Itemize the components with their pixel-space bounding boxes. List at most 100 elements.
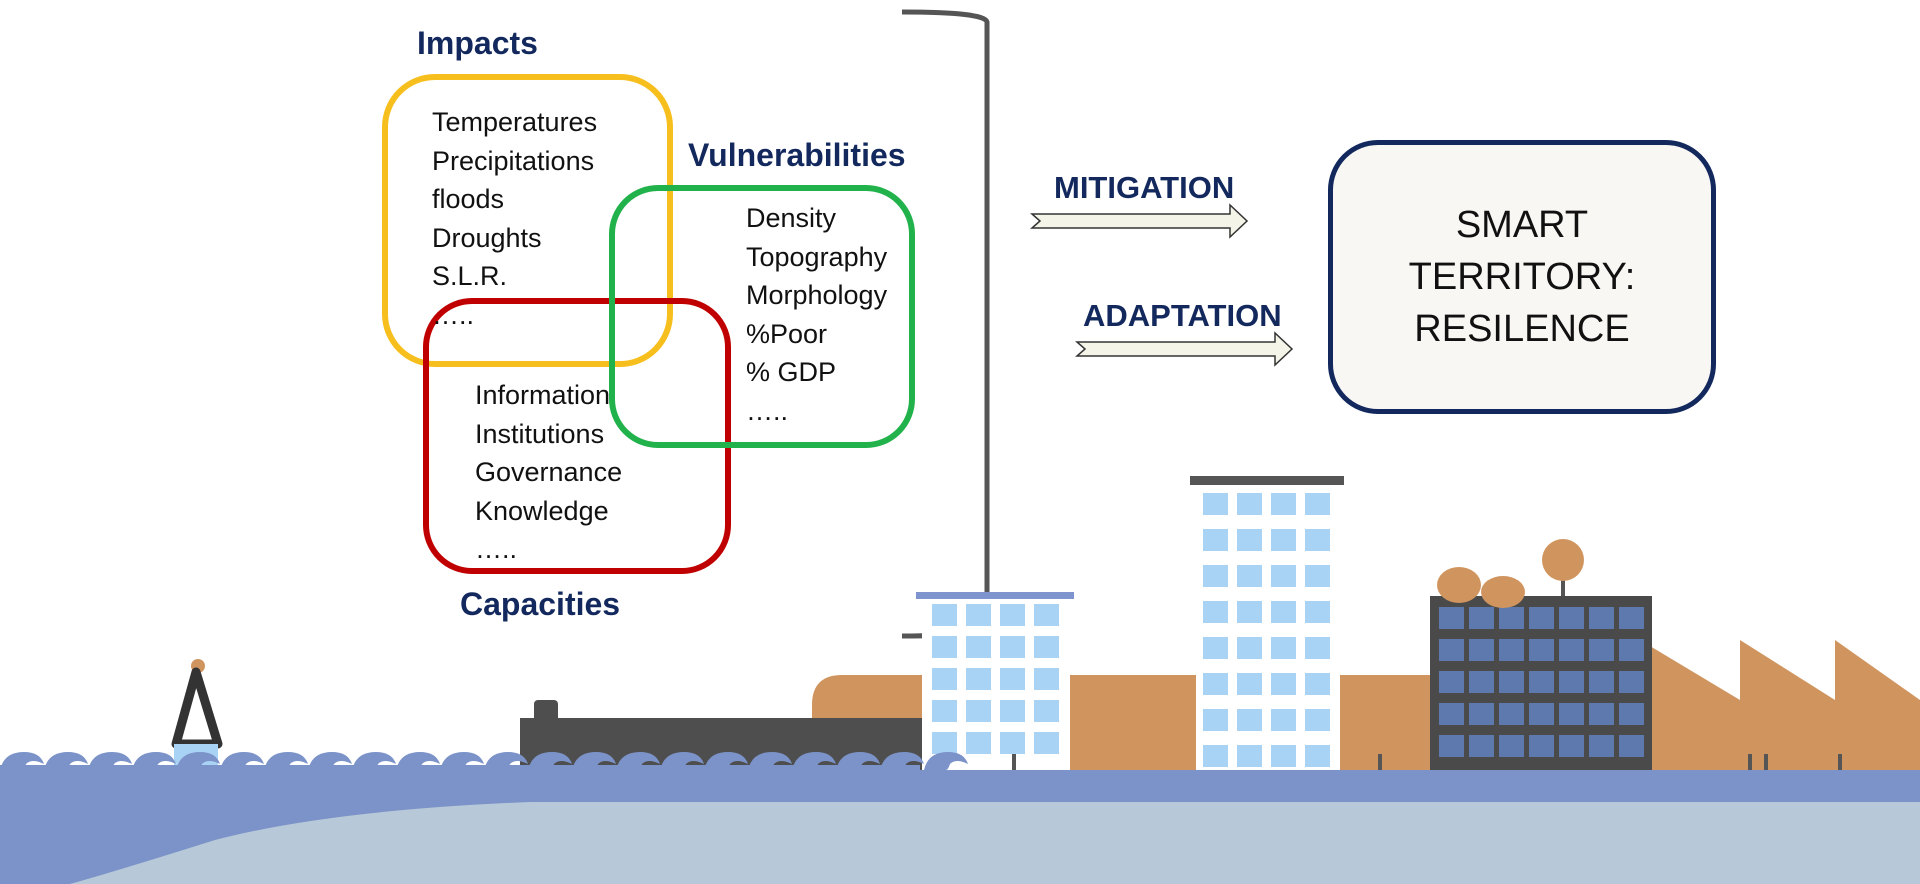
waves — [0, 752, 968, 770]
window — [1203, 565, 1228, 587]
vulnerabilities-item: Topography — [746, 241, 888, 272]
wave — [924, 752, 968, 770]
window — [1469, 639, 1494, 661]
window — [1619, 671, 1644, 693]
wave — [132, 752, 176, 770]
window — [1469, 703, 1494, 725]
wave — [308, 752, 352, 770]
window — [1469, 735, 1494, 757]
mitigation-label: MITIGATION — [1054, 170, 1235, 205]
window — [1305, 529, 1330, 551]
smart-territory-box: SMART TERRITORY: RESILENCE — [1328, 140, 1716, 414]
posts — [1012, 754, 1842, 770]
wave — [792, 752, 836, 770]
window — [1589, 607, 1614, 629]
capacities-item: Information — [475, 380, 611, 410]
window — [1529, 671, 1554, 693]
window — [932, 636, 957, 658]
window — [1439, 639, 1464, 661]
adaptation-arrow — [1075, 331, 1294, 367]
window — [1000, 732, 1025, 754]
wave — [176, 752, 220, 770]
vulnerabilities-box — [609, 185, 915, 448]
window — [1237, 493, 1262, 515]
wave — [836, 752, 880, 770]
window — [966, 668, 991, 690]
wave — [616, 752, 660, 770]
window — [1271, 529, 1296, 551]
window — [966, 700, 991, 722]
impacts-item: Droughts — [432, 222, 542, 253]
window — [1034, 700, 1059, 722]
window — [1034, 732, 1059, 754]
result-line: SMART — [1455, 204, 1589, 246]
window — [1271, 745, 1296, 767]
wave — [88, 752, 132, 770]
window — [1237, 601, 1262, 623]
wave — [440, 752, 484, 770]
window — [1529, 639, 1554, 661]
window — [1559, 607, 1584, 629]
impacts-heading: Impacts — [417, 25, 538, 61]
window — [1034, 604, 1059, 626]
capacities-heading: Capacities — [460, 586, 621, 622]
wave — [220, 752, 264, 770]
window — [1203, 493, 1228, 515]
window — [1000, 636, 1025, 658]
wave — [748, 752, 792, 770]
window — [1034, 668, 1059, 690]
window — [1439, 703, 1464, 725]
window — [1559, 735, 1584, 757]
vulnerabilities-item: ….. — [746, 395, 789, 426]
mitigation-arrow — [1030, 203, 1249, 239]
capacities-item: Governance — [475, 457, 623, 487]
wave — [484, 752, 528, 770]
sea — [0, 765, 1920, 884]
window — [1305, 709, 1330, 731]
window — [1619, 703, 1644, 725]
window — [1589, 735, 1614, 757]
window — [1469, 671, 1494, 693]
window — [932, 604, 957, 626]
window — [1619, 735, 1644, 757]
window — [1439, 671, 1464, 693]
window — [1559, 639, 1584, 661]
window — [1499, 607, 1524, 629]
vulnerabilities-item: Density — [746, 203, 837, 233]
wave — [704, 752, 748, 770]
window — [932, 732, 957, 754]
window — [1203, 673, 1228, 695]
window — [1034, 636, 1059, 658]
window — [932, 700, 957, 722]
wave — [264, 752, 308, 770]
window — [1237, 745, 1262, 767]
window — [1271, 565, 1296, 587]
wave — [396, 752, 440, 770]
window — [1619, 639, 1644, 661]
window — [1237, 637, 1262, 659]
window — [966, 732, 991, 754]
window — [1305, 493, 1330, 515]
window — [1499, 671, 1524, 693]
building-b — [1190, 476, 1344, 770]
wave — [0, 752, 44, 770]
adaptation-label: ADAPTATION — [1083, 298, 1282, 333]
impacts-item: Temperatures — [432, 107, 598, 137]
impacts-box — [382, 74, 673, 367]
building-a — [916, 592, 1074, 770]
window — [1619, 607, 1644, 629]
wave — [880, 752, 924, 770]
window — [1237, 529, 1262, 551]
window — [1305, 565, 1330, 587]
wave — [352, 752, 396, 770]
building-c — [1430, 539, 1652, 770]
window — [1203, 637, 1228, 659]
window — [966, 636, 991, 658]
window — [1305, 637, 1330, 659]
window — [1529, 735, 1554, 757]
wave — [660, 752, 704, 770]
window — [1203, 709, 1228, 731]
capacities-item: ….. — [475, 534, 518, 564]
